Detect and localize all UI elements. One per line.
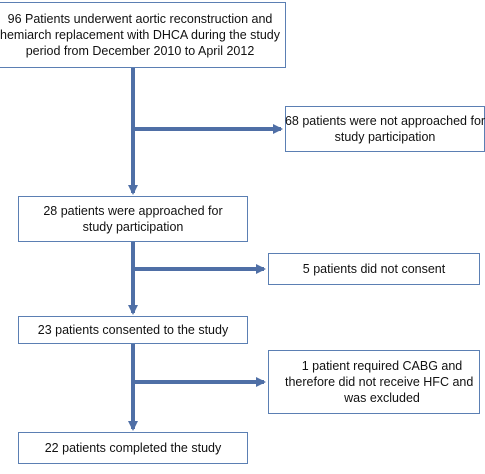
not-approached-line-2: study participation: [334, 130, 436, 144]
excluded-line-2: therefore did not receive HFC and: [285, 375, 474, 389]
enrollment-line-2: hemiarch replacement with DHCA during th…: [0, 28, 280, 42]
excluded-line-1: 1 patient required CABG and: [301, 359, 463, 373]
flow-arrows: [128, 68, 283, 431]
no-consent-line-1: 5 patients did not consent: [302, 262, 446, 276]
enrollment-line-1: 96 Patients underwent aortic reconstruct…: [7, 12, 273, 26]
flowchart: 96 Patients underwent aortic reconstruct…: [0, 2, 485, 464]
approached-box: 28 patients were approached for study pa…: [18, 196, 248, 242]
not-approached-line-1: 68 patients were not approached for: [284, 114, 485, 128]
consented-line-1: 23 patients consented to the study: [37, 323, 229, 337]
completed-box: 22 patients completed the study: [18, 432, 248, 464]
enrollment-line-3: period from December 2010 to April 2012: [25, 44, 255, 58]
not-approached-box: 68 patients were not approached for stud…: [285, 106, 485, 152]
excluded-box: 1 patient required CABG and therefore di…: [268, 350, 480, 414]
approached-line-2: study participation: [82, 220, 184, 234]
approached-line-1: 28 patients were approached for: [43, 204, 223, 218]
excluded-line-3: was excluded: [344, 391, 420, 405]
no-consent-box: 5 patients did not consent: [268, 253, 480, 285]
enrollment-box: 96 Patients underwent aortic reconstruct…: [0, 2, 286, 68]
consented-box: 23 patients consented to the study: [18, 316, 248, 344]
completed-line-1: 22 patients completed the study: [44, 441, 222, 455]
